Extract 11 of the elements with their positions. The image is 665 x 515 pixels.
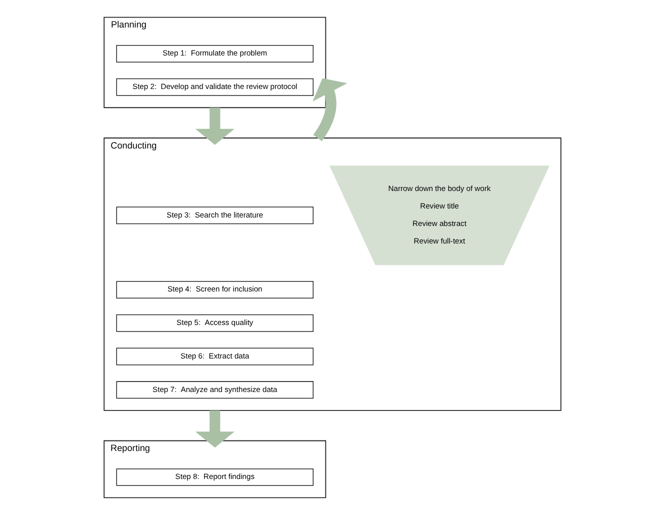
arrow (312, 78, 348, 142)
node-box: Step 2: Develop and validate the review protocol (116, 78, 314, 96)
node-box: Step 4: Screen for inclusion (116, 281, 314, 298)
node-box: Step 8: Report findings (116, 468, 314, 486)
node-box: Step 6: Extract data (116, 348, 314, 366)
node-box: Step 5: Access quality (116, 314, 314, 332)
node-box: Step 7: Analyze and synthesize data (116, 381, 314, 399)
arrow (195, 410, 234, 448)
node-box: Step 3: Search the literature (116, 206, 314, 224)
arrow (195, 108, 234, 145)
node-box: Step 1: Formulate the problem (116, 45, 314, 62)
